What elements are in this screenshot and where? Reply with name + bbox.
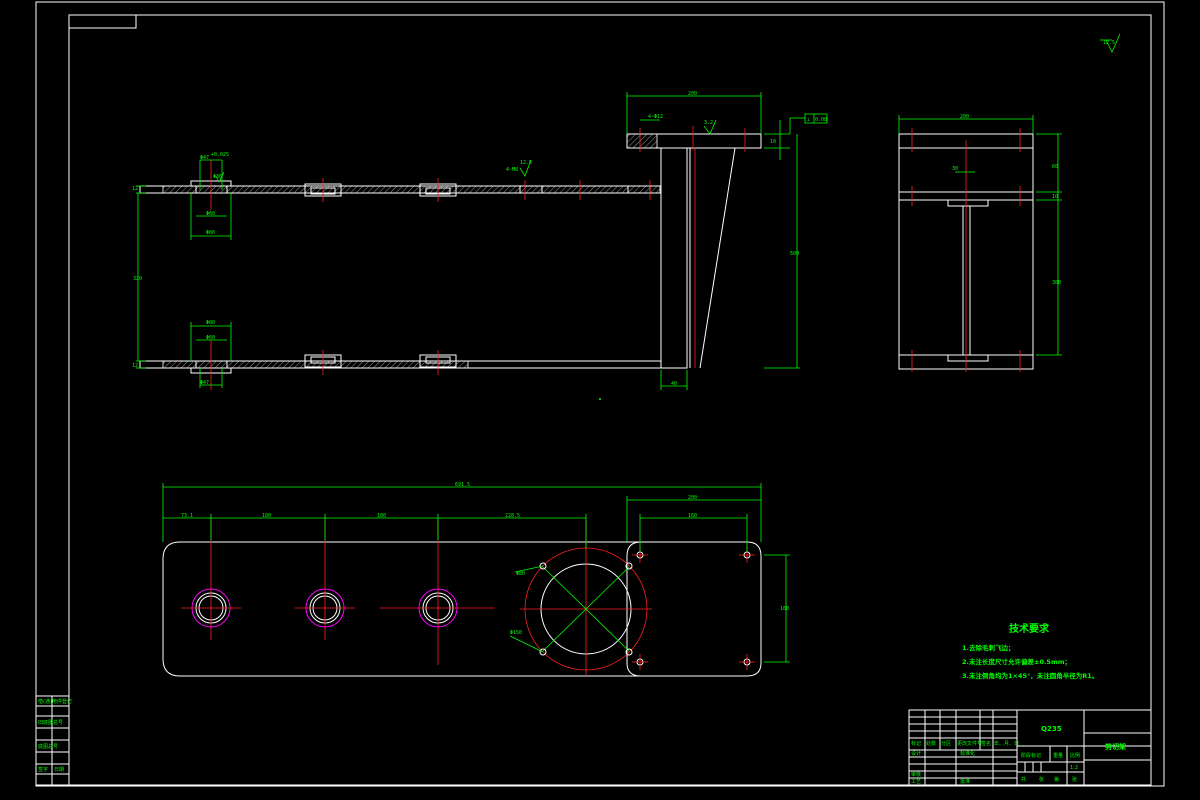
sb-cell-4: 日期 (54, 767, 64, 773)
tb-cell-11: 阶段标记 (1021, 752, 1041, 759)
tb-material: Q235 (1041, 725, 1062, 733)
tb-cell-4: 签名 (981, 740, 991, 747)
top-dim-plate-h: 160 (780, 606, 789, 612)
tech-requirements: 技术要求 1.去除毛刺飞边； 2.未注长度尺寸允许偏差±0.5mm； 3.未注倒… (962, 622, 1098, 680)
top-dim-seg1: 73.1 (181, 513, 193, 519)
dim-plate-thk: 10 (770, 139, 776, 145)
tb-cell-2: 分区 (941, 740, 951, 747)
dim-bore-sub3: Φ80 (206, 230, 215, 236)
top-dim-overall: 691.5 (455, 482, 470, 488)
tb-cell-15: 张 (1039, 776, 1044, 783)
roughness-symbol: 12.5 (1100, 33, 1121, 53)
side-dim-width: 200 (960, 114, 969, 120)
dim-bore-top: Φ47 (200, 155, 209, 161)
top-dim-seg3: 180 (377, 513, 386, 519)
roughness-value: 12.5 (1103, 40, 1115, 46)
top-dimensions: 691.5 73.1 180 180 228.5 200 160 160 Φ80 (162, 482, 790, 663)
tech-req-item-3: 3.未注倒角均为1×45°，未注圆角半径为R1。 (962, 671, 1098, 680)
tb-cell-8: 审核 (911, 771, 921, 778)
gdt-symbol: ⊥ (807, 117, 810, 123)
side-block: 借(通)用件登记 旧底图总号 底图总号 签字 日期 (35, 695, 72, 786)
top-dim-ring2: Φ150 (510, 630, 522, 636)
dim-rough-mid: 12.5 (520, 160, 532, 166)
dim-overall-height: 500 (790, 251, 799, 257)
top-dim-ring1: Φ80 (516, 571, 525, 577)
dim-top-width: 200 (688, 91, 697, 97)
dim-plate-note: 4-Φ12 (648, 114, 663, 120)
sb-cell-1: 旧底图总号 (38, 719, 63, 726)
top-dim-plate-w: 200 (688, 495, 697, 501)
tech-req-item-2: 2.未注长度尺寸允许偏差±0.5mm； (962, 657, 1071, 666)
sb-cell-0: 借(通)用件登记 (38, 698, 72, 705)
front-dimensions: 200 4-Φ12 3.2 10 ⊥ 0.08 500 40 (132, 91, 828, 390)
dim-rough-top: 3.2 (704, 120, 713, 126)
dim-web-thk: 40 (671, 381, 677, 387)
dim-bore-bot: Φ47 (200, 380, 209, 386)
top-dim-plate-w2: 160 (688, 513, 697, 519)
tb-cell-18: 1:2 (1070, 765, 1078, 771)
top-dim-seg2: 180 (262, 513, 271, 519)
tb-cell-7: 标准化 (960, 750, 975, 757)
tech-req-item-1: 1.去除毛刺飞边； (962, 643, 1015, 652)
dim-bore-top-tol: +0.025 (211, 152, 229, 158)
dim-bore-bot3: Φ80 (206, 320, 215, 326)
dim-left-t2: 12 (132, 363, 138, 369)
dim-bore-sub1: Φ36 (213, 174, 222, 180)
front-view: 200 4-Φ12 3.2 10 ⊥ 0.08 500 40 (132, 91, 828, 390)
tech-req-title: 技术要求 (1009, 622, 1050, 635)
top-dim-seg4: 228.5 (505, 513, 520, 519)
tb-cell-5: 年、月、日 (994, 740, 1019, 747)
side-dim-d4: 30 (952, 166, 958, 172)
title-block: Q235 剪切架 标记 处数 分区 更改文件号 签名 年、月、日 设计 标准化 … (908, 709, 1152, 786)
tb-cell-1: 处数 (926, 740, 936, 747)
tb-cell-9: 工艺 (911, 779, 921, 785)
dim-bore-sub2: Φ60 (206, 211, 215, 217)
sb-cell-3: 签字 (38, 766, 48, 773)
sb-cell-2: 底图总号 (38, 743, 58, 750)
dim-left-t1: 12 (132, 186, 138, 192)
side-view: 200 60 300 10 30 (898, 114, 1062, 372)
side-dim-d1: 10 (1052, 194, 1058, 200)
drawing-frame (35, 1, 1165, 787)
tb-cell-10: 批准 (960, 778, 970, 785)
dim-bore-bot2: Φ60 (206, 335, 215, 341)
side-dim-d2: 60 (1052, 164, 1058, 170)
plate-holes (632, 547, 755, 670)
tb-cell-6: 设计 (911, 750, 921, 757)
side-dimensions: 200 60 300 10 30 (898, 114, 1062, 356)
tb-drawing-name: 剪切架 (1105, 742, 1126, 751)
gdt-value: 0.08 (815, 117, 827, 123)
tb-cell-13: 比例 (1070, 752, 1080, 759)
side-dim-d3: 300 (1052, 280, 1061, 286)
top-view: 691.5 73.1 180 180 228.5 200 160 160 Φ80 (162, 482, 790, 677)
tb-cell-0: 标记 (911, 740, 921, 747)
bore-3 (380, 520, 495, 665)
tb-cell-17: 张 (1072, 776, 1077, 783)
dim-rough-mid2: 4-M8 (506, 167, 518, 173)
stray-point (599, 398, 601, 400)
tb-cell-12: 重量 (1053, 752, 1063, 759)
tb-cell-3: 更改文件号 (957, 740, 982, 747)
tb-cell-16: 第 (1054, 776, 1059, 783)
dim-inner-h: 320 (133, 276, 142, 282)
tb-cell-14: 共 (1021, 776, 1026, 783)
